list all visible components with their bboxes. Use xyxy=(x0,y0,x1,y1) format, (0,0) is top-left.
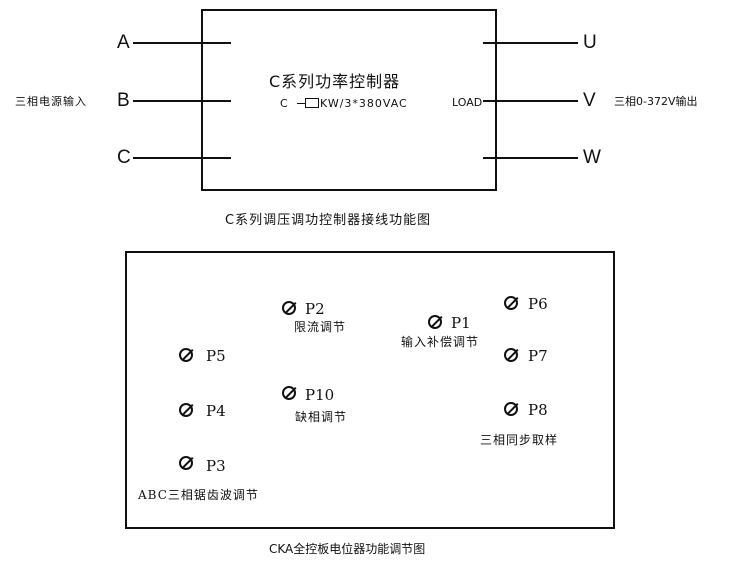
potentiometer-p10-icon[interactable] xyxy=(282,386,296,400)
p3-desc: ABC三相锯齿波调节 xyxy=(138,488,259,502)
terminal-c: C xyxy=(117,147,131,168)
terminal-a: A xyxy=(117,32,130,53)
potentiometer-p2-icon[interactable] xyxy=(282,301,296,315)
p2-label: P2 xyxy=(305,300,325,318)
p1-label: P1 xyxy=(451,314,471,332)
output-label: 三相0-372V输出 xyxy=(614,95,698,108)
control-board xyxy=(125,251,615,529)
potentiometer-p7-icon[interactable] xyxy=(504,348,518,362)
input-label: 三相电源输入 xyxy=(15,95,87,108)
potentiometer-p8-icon[interactable] xyxy=(504,402,518,416)
load-label: LOAD xyxy=(452,96,483,109)
p8-desc: 三相同步取样 xyxy=(480,433,559,447)
p10-desc: 缺相调节 xyxy=(295,410,348,424)
p1-desc: 输入补偿调节 xyxy=(401,335,480,349)
potentiometer-p5-icon[interactable] xyxy=(179,348,193,362)
p7-label: P7 xyxy=(528,347,548,365)
p3-label: P3 xyxy=(206,457,226,475)
p6-label: P6 xyxy=(528,295,548,313)
load-symbol-lead xyxy=(297,103,305,104)
terminal-v: V xyxy=(583,90,596,111)
potentiometer-p4-icon[interactable] xyxy=(179,403,193,417)
output-line-u xyxy=(483,42,578,44)
input-line-a xyxy=(133,42,231,44)
potentiometer-p3-icon[interactable] xyxy=(179,456,193,470)
terminal-b: B xyxy=(117,90,130,111)
p5-label: P5 xyxy=(206,347,226,365)
terminal-w: W xyxy=(583,147,601,168)
load-symbol xyxy=(305,98,319,108)
p8-label: P8 xyxy=(528,401,548,419)
p10-label: P10 xyxy=(305,386,335,404)
potentiometer-p1-icon[interactable] xyxy=(428,315,442,329)
output-line-w xyxy=(483,157,578,159)
p2-desc: 限流调节 xyxy=(294,320,347,334)
model-prefix: C xyxy=(280,97,289,110)
terminal-u: U xyxy=(583,32,597,53)
model-rating: KW/3*380VAC xyxy=(320,97,408,110)
input-line-b xyxy=(133,100,231,102)
board-caption: CKA全控板电位器功能调节图 xyxy=(269,542,426,556)
p4-label: P4 xyxy=(206,402,226,420)
input-line-c xyxy=(133,157,231,159)
output-line-v xyxy=(483,100,578,102)
potentiometer-p6-icon[interactable] xyxy=(504,296,518,310)
controller-title: C系列功率控制器 xyxy=(269,72,401,91)
wiring-caption: C系列调压调功控制器接线功能图 xyxy=(225,213,432,228)
